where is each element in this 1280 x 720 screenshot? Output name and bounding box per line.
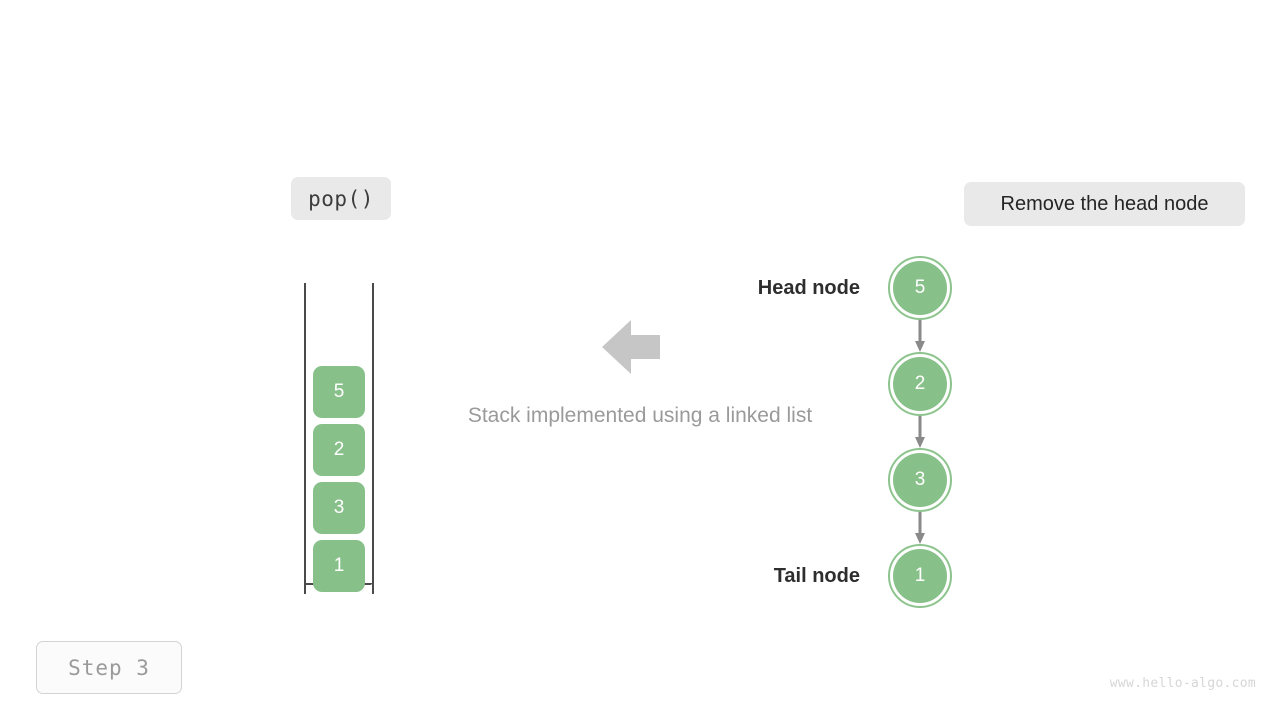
stack-container-left-wall: [304, 283, 306, 594]
diagram-caption: Stack implemented using a linked list: [467, 404, 813, 427]
tail-node-label: Tail node: [773, 565, 860, 587]
node-value: 5: [893, 261, 947, 315]
step-indicator: Step 3: [36, 641, 182, 694]
linked-list-node: 5: [888, 256, 952, 320]
node-ring: [888, 544, 952, 608]
stack-item: 3: [313, 482, 365, 534]
head-node-label: Head node: [757, 277, 860, 299]
linked-list-node: 2: [888, 352, 952, 416]
stack-item: 2: [313, 424, 365, 476]
stack-item-list: 5 2 3 1: [313, 366, 365, 592]
linked-list: 5 2 3: [888, 256, 952, 610]
left-block-arrow-icon: [602, 320, 660, 374]
down-arrow-icon: [915, 416, 925, 448]
stack-item: 5: [313, 366, 365, 418]
node-value: 3: [893, 453, 947, 507]
watermark: www.hello-algo.com: [1109, 676, 1256, 691]
down-arrow-icon: [915, 512, 925, 544]
linked-list-node: 1: [888, 544, 952, 608]
node-ring: [888, 352, 952, 416]
node-ring: [888, 256, 952, 320]
linked-list-node: 3: [888, 448, 952, 512]
node-value: 1: [893, 549, 947, 603]
node-ring: [888, 448, 952, 512]
down-arrow-icon: [915, 320, 925, 352]
stack-container: 5 2 3 1: [303, 283, 375, 603]
operation-description-chip: Remove the head node: [964, 182, 1245, 226]
stack-container-right-wall: [372, 283, 374, 594]
operation-chip: pop(): [291, 177, 391, 220]
node-value: 2: [893, 357, 947, 411]
stack-item: 1: [313, 540, 365, 592]
